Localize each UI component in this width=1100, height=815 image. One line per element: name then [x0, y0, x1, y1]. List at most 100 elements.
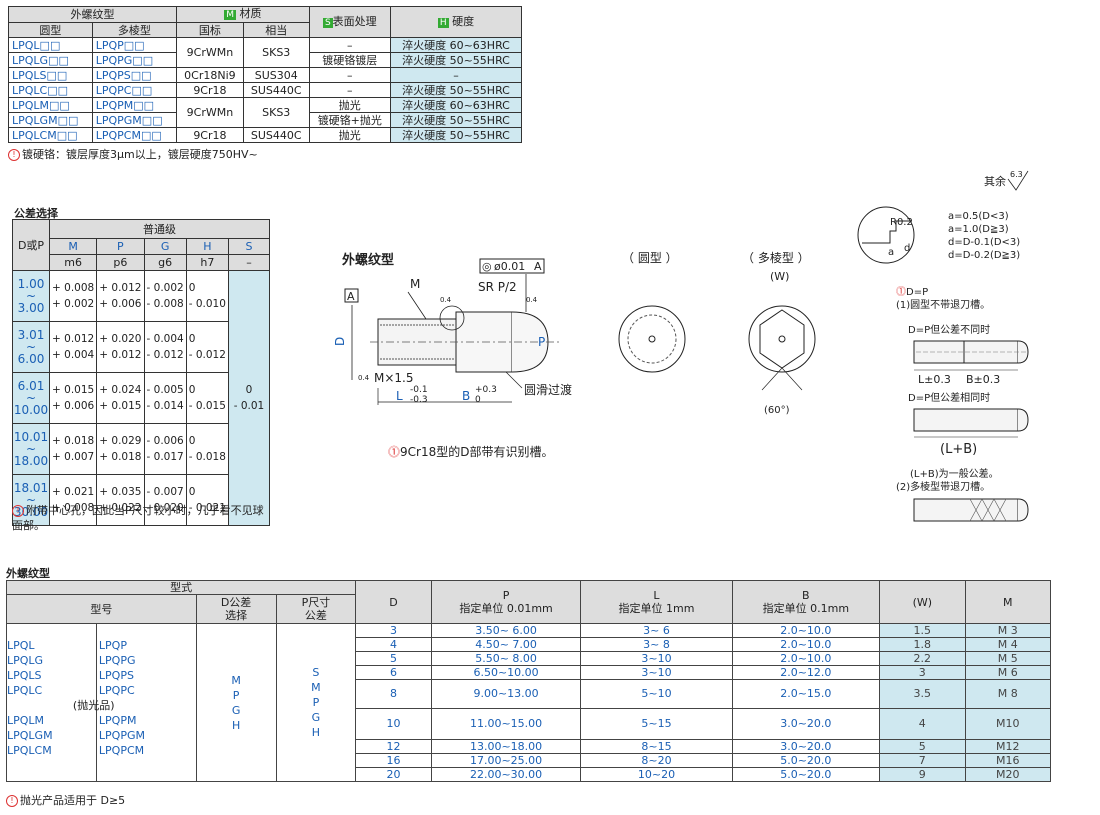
note-1: (1)圆型不带退刀槽。 — [896, 298, 990, 311]
note-2: (2)多棱型带退刀槽。 — [896, 480, 990, 493]
h-cell: 0- 0.012 — [185, 321, 230, 373]
hardness-cell: 淬火硬度 50~55HRC — [389, 112, 523, 128]
tol-letter: G — [143, 238, 187, 255]
h-cell: 0- 0.010 — [185, 270, 230, 322]
surface-cell: – — [308, 37, 391, 53]
roughness-value: 0.4 — [526, 296, 538, 304]
m-value: M 3 — [964, 623, 1051, 638]
m-cell: + 0.018+ 0.007 — [48, 423, 98, 475]
angle-label: (60°) — [764, 405, 790, 416]
p-tol-header: P尺寸公差 — [275, 594, 357, 624]
m-value: M 6 — [964, 665, 1051, 680]
external-thread-header: 外螺纹型 — [7, 6, 178, 23]
p-cell: + 0.020+ 0.012 — [96, 321, 145, 373]
d-value: 20 — [355, 767, 432, 782]
model-code: LPQLGM□□ — [8, 112, 93, 128]
m-cell: + 0.021+ 0.008 — [48, 474, 98, 526]
material-national: 9CrWMn — [176, 97, 244, 128]
warning-icon: ! — [6, 795, 18, 807]
d-value: 10 — [355, 708, 432, 740]
case-2: D=P但公差相同时 — [908, 391, 990, 404]
range-cell: 3.01~6.00 — [12, 321, 50, 373]
lb-note: (L+B)为一般公差。 — [910, 467, 999, 480]
l-range: 3~10 — [580, 651, 733, 666]
material-national: 9Cr18 — [176, 82, 244, 98]
d-value: 12 — [355, 739, 432, 754]
w-value: 3.5 — [879, 679, 966, 709]
polygon-header: 多棱型 — [91, 22, 178, 38]
m-value: M 5 — [964, 651, 1051, 666]
p-cell: + 0.035+ 0.022 — [96, 474, 145, 526]
a-label: a — [888, 247, 894, 258]
d-value: 3 — [355, 623, 432, 638]
tol-fit: h7 — [185, 254, 230, 271]
w-header: (W) — [879, 580, 966, 624]
l-range: 8~15 — [580, 739, 733, 754]
drawing-note: ⓵9Cr18型的D部带有识别槽。 — [388, 444, 553, 459]
thread-label: M×1.5 — [374, 371, 414, 385]
spec-title: 外螺纹型 — [6, 567, 50, 580]
d-value: 4 — [355, 637, 432, 652]
p-range: 5.50~ 8.00 — [430, 651, 582, 666]
d-label: D — [333, 337, 347, 346]
m-value: M 4 — [964, 637, 1051, 652]
round-header: 圆型 — [8, 22, 93, 38]
formula: a=1.0(D≧3) — [948, 224, 1009, 235]
p-range: 4.50~ 7.00 — [430, 637, 582, 652]
equivalent-header: 相当 — [242, 22, 310, 38]
warning-icon: ⓵ — [388, 445, 400, 459]
coaxiality-symbol: ◎ — [482, 260, 492, 273]
p-range: 9.00~13.00 — [430, 679, 582, 709]
g-cell: - 0.004- 0.012 — [143, 321, 187, 373]
b-range: 3.0~20.0 — [731, 739, 881, 754]
b-tol-label: B±0.3 — [966, 373, 1000, 386]
w-value: 2.2 — [879, 651, 966, 666]
material-national: 0Cr18Ni9 — [176, 67, 244, 83]
material-equivalent: SUS440C — [242, 82, 310, 98]
range-cell: 10.01~18.00 — [12, 423, 50, 475]
m-value: M12 — [964, 739, 1051, 754]
model-code: LPQLC□□ — [8, 82, 93, 98]
tol-letter: P — [96, 238, 145, 255]
w-value: 1.8 — [879, 637, 966, 652]
model-code: LPQPG□□ — [91, 52, 178, 68]
w-value: 1.5 — [879, 623, 966, 638]
m-label: M — [410, 277, 420, 291]
r-label: R0.2 — [890, 217, 913, 228]
dp-note: ⓵D=P — [896, 286, 928, 298]
warning-icon: ! — [12, 505, 24, 517]
m-cell: + 0.012+ 0.004 — [48, 321, 98, 373]
l-range: 3~10 — [580, 665, 733, 680]
national-header: 国标 — [176, 22, 244, 38]
surface-cell: 镀硬铬+抛光 — [308, 112, 391, 128]
model-code: LPQPM□□ — [91, 97, 178, 113]
model-code: LPQLS□□ — [8, 67, 93, 83]
b-range: 3.0~20.0 — [731, 708, 881, 740]
roughness-value: 0.4 — [358, 374, 370, 382]
l-tol-bot: -0.3 — [410, 395, 428, 405]
d-header: D — [355, 580, 432, 624]
model-code: LPQLCM□□ — [8, 127, 93, 143]
polish-note: !抛光产品适用于 D≥5 — [6, 792, 125, 808]
tol-letter: H — [185, 238, 230, 255]
b-range: 2.0~10.0 — [731, 623, 881, 638]
d-value: 5 — [355, 651, 432, 666]
g-cell: - 0.002- 0.008 — [143, 270, 187, 322]
l-tol-label: L±0.3 — [918, 373, 951, 386]
coaxiality-datum: A — [534, 260, 542, 273]
surface-cell: – — [308, 82, 391, 98]
external-thread-drawing: 外螺纹型 A D P M ◎ ø0.01 A SR P/2 0.4 0.4 0.… — [333, 250, 816, 459]
hardness-cell: 淬火硬度 50~55HRC — [389, 52, 523, 68]
material-equivalent: SUS304 — [242, 67, 310, 83]
material-equivalent: SKS3 — [242, 97, 310, 128]
d-tol-header: D公差选择 — [195, 594, 277, 624]
tol-fit: – — [228, 254, 270, 271]
model-code: LPQLM□□ — [8, 97, 93, 113]
model-code: LPQPCM□□ — [91, 127, 178, 143]
model-code: LPQLG□□ — [8, 52, 93, 68]
material-header: M 材质 — [176, 6, 310, 23]
model-code: LPQP□□ — [91, 37, 178, 53]
